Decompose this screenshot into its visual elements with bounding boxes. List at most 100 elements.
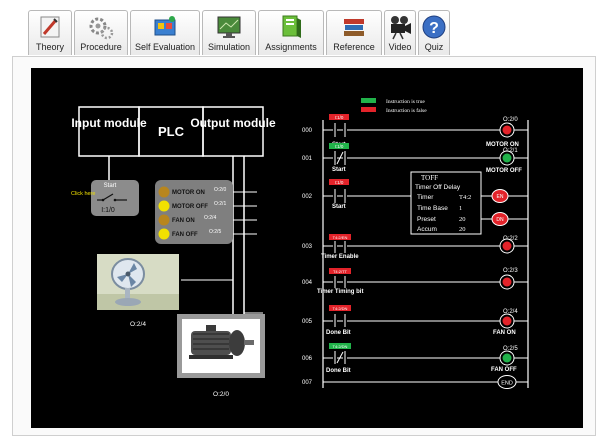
fan-off-lamp: [158, 228, 170, 240]
toff-timer-value: T4:2: [459, 194, 471, 201]
indicator-label: MOTOR OFF: [172, 204, 208, 210]
dn-coil-label: DN: [496, 217, 504, 223]
tab-simulation[interactable]: Simulation: [202, 10, 256, 55]
tab-reference[interactable]: Reference: [326, 10, 382, 55]
coil-address: O:2/3: [503, 268, 518, 274]
indicator-label: FAN ON: [172, 218, 195, 224]
rung-004: 004 T4:2/TT Timer Timing bit O:2/3: [302, 268, 528, 295]
indicator-address: O:2/0: [214, 187, 226, 193]
rung-number: 001: [302, 156, 313, 162]
coil-address: O:2/0: [503, 117, 518, 123]
film-camera-icon: [391, 16, 411, 40]
tab-video[interactable]: Video: [384, 10, 416, 55]
rung-number: 005: [302, 319, 313, 325]
switch-title: Start: [104, 183, 117, 189]
rung-number: 007: [302, 380, 313, 386]
coil-label: FAN ON: [493, 330, 516, 336]
svg-text:?: ?: [429, 20, 439, 37]
tab-procedure[interactable]: Procedure: [74, 10, 128, 55]
fan-caption: O:2/4: [130, 321, 146, 328]
rung-005: 005 T4:2/DN Done Bit O:2/4 FAN ON: [302, 305, 528, 336]
contact-label: Start: [332, 204, 346, 210]
indicator-label: FAN OFF: [172, 232, 198, 238]
contact-label: Done Bit: [326, 330, 351, 336]
dn-status-coil: [491, 212, 509, 226]
contact-label: Timer Timing bit: [317, 289, 363, 295]
tab-self-evaluation[interactable]: Self Evaluation: [130, 10, 200, 55]
instruction-tag-false: [329, 268, 351, 274]
rung-001: 001 I:1/0 Start O:2/1 MOTOR OFF: [302, 143, 528, 174]
instruction-tag-false: [329, 234, 351, 240]
coil-address: O:2/4: [503, 309, 518, 315]
motor-caption: O:2/0: [213, 391, 229, 398]
instruction-tag-false: [329, 114, 349, 120]
instruction-tag-true: [329, 143, 349, 149]
coil-indicator: [502, 316, 512, 326]
tab-label: Theory: [35, 42, 64, 52]
output-indicator-panel: MOTOR ON MOTOR OFF FAN ON FAN OFF O:2/0 …: [155, 180, 233, 244]
tab-label: Procedure: [80, 42, 122, 52]
question-mark-icon: ?: [422, 15, 446, 39]
coil-address: O:2/1: [503, 148, 518, 154]
toff-accum-label: Accum: [417, 226, 437, 233]
toff-timer-label: Timer: [417, 194, 434, 201]
fan-image: O:2/4: [97, 254, 179, 328]
indicator-label: MOTOR ON: [172, 190, 205, 196]
tab-theory[interactable]: Theory: [28, 10, 72, 55]
legend-true-text: Instruction is true: [386, 99, 425, 105]
switch-address: I:1/0: [101, 207, 115, 214]
toff-title: TOFF: [421, 174, 438, 182]
books-stack-icon: [282, 15, 301, 38]
tab-label: Video: [388, 42, 412, 52]
input-module-label: Input module: [71, 116, 147, 130]
coil-indicator: [502, 241, 512, 251]
contact-label: Done Bit: [326, 368, 351, 374]
plc-block-diagram: Input module PLC Output module: [71, 106, 276, 350]
rung-007: 007 END: [302, 375, 528, 389]
tab-label: Assignments: [265, 42, 317, 52]
rung-006: 006 T4:2/DN Done Bit O:2/5 FAN OFF: [302, 343, 528, 374]
instruction-tag-false: [329, 305, 351, 311]
instruction-tag-false: [329, 179, 349, 185]
monitor-icon: [217, 16, 241, 38]
self-evaluation-icon: [154, 16, 176, 36]
rung-number: 002: [302, 194, 313, 200]
input-module-box: [78, 106, 140, 157]
toff-preset-value: 20: [459, 216, 466, 223]
output-module-label: Output module: [190, 116, 276, 130]
tab-quiz[interactable]: ? Quiz: [418, 10, 450, 55]
output-module-box: [202, 106, 264, 157]
indicator-address: O:2/5: [209, 229, 221, 235]
en-status-coil: [491, 189, 509, 203]
tag-address: I:1/0: [335, 115, 344, 120]
rung-number: 000: [302, 128, 313, 134]
start-switch[interactable]: Start Click here I:1/0: [71, 180, 139, 216]
coil-indicator: [502, 353, 512, 363]
tab-label: Self Evaluation: [134, 42, 196, 52]
tag-address: T4:2/TT: [333, 269, 348, 274]
reference-books-icon: [344, 19, 364, 36]
true-legend-swatch: [361, 98, 376, 103]
rung-number: 003: [302, 244, 313, 250]
rung-000: 000 I:1/0 Start O:2/0 MOTOR ON: [302, 114, 528, 148]
fan-on-lamp: [158, 214, 170, 226]
plc-label: PLC: [158, 124, 185, 139]
toff-instruction-block: TOFF Timer Off Delay Timer T4:2 Time Bas…: [410, 171, 482, 235]
coil-indicator: [502, 153, 512, 163]
indicator-address: O:2/1: [214, 201, 226, 207]
instruction-tag-true: [329, 343, 351, 349]
tag-address: T4:2/DN: [333, 344, 348, 349]
en-coil-label: EN: [497, 194, 504, 200]
rung-number: 004: [302, 280, 313, 286]
tab-label: Quiz: [424, 42, 444, 52]
legend-false-text: Instruction is false: [386, 107, 427, 114]
coil-label: MOTOR ON: [486, 142, 519, 148]
coil-label: FAN OFF: [491, 367, 517, 373]
tab-label: Reference: [333, 42, 375, 52]
instruction-legend: Instruction is true Instruction is false: [361, 98, 427, 114]
toff-time-base-value: 1: [459, 205, 462, 212]
tag-address: T4:2/DN: [333, 306, 348, 311]
tab-assignments[interactable]: Assignments: [258, 10, 324, 55]
coil-address: O:2/5: [503, 346, 518, 352]
click-here-hint[interactable]: Click here: [71, 191, 95, 197]
